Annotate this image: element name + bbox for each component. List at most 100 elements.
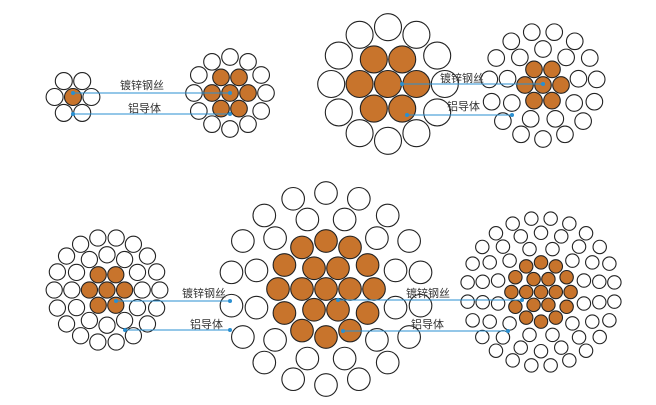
- label-aluminum-1: 铝导体: [128, 101, 161, 115]
- aluminum-wire: [365, 226, 389, 250]
- aluminum-wire: [324, 41, 353, 70]
- cable-cross-section-4: [480, 23, 606, 148]
- aluminum-wire: [239, 52, 257, 71]
- steel-wire: [80, 281, 99, 299]
- aluminum-wire: [511, 48, 529, 67]
- steel-wire: [543, 60, 561, 79]
- aluminum-wire: [482, 92, 501, 111]
- steel-wire: [533, 314, 549, 329]
- aluminum-wire: [475, 295, 490, 310]
- aluminum-wire: [203, 52, 221, 71]
- aluminum-wire: [587, 70, 606, 89]
- steel-wire: [533, 284, 549, 300]
- aluminum-wire: [252, 102, 271, 120]
- steel-wire: [314, 325, 338, 349]
- aluminum-wire: [89, 229, 107, 247]
- steel-wire: [355, 301, 380, 325]
- aluminum-wire: [522, 327, 537, 343]
- aluminum-wire: [221, 48, 239, 66]
- steel-wire: [541, 271, 556, 287]
- aluminum-wire: [138, 247, 157, 265]
- aluminum-wire: [244, 258, 269, 283]
- aluminum-wire: [375, 350, 400, 375]
- aluminum-wire: [543, 358, 558, 373]
- steel-wire: [89, 296, 107, 314]
- leader-dot: [405, 113, 409, 117]
- aluminum-wire: [345, 119, 374, 148]
- cable-group: [45, 13, 622, 397]
- aluminum-wire: [533, 343, 549, 359]
- aluminum-wire: [475, 329, 490, 345]
- steel-wire: [559, 299, 574, 315]
- aluminum-wire: [522, 23, 541, 42]
- cable-cross-section-5: [45, 229, 169, 351]
- aluminum-wire: [576, 296, 592, 311]
- aluminum-wire: [521, 109, 540, 128]
- steel-wire: [548, 310, 564, 325]
- aluminum-wire: [576, 273, 592, 288]
- steel-wire: [212, 68, 230, 87]
- steel-wire: [388, 45, 417, 74]
- steel-wire: [359, 45, 388, 74]
- label-steel-3: 镀锌钢丝: [182, 286, 226, 300]
- aluminum-wire: [263, 226, 287, 250]
- leader-dot: [506, 329, 510, 333]
- aluminum-wire: [244, 295, 269, 320]
- aluminum-wire: [490, 273, 506, 288]
- aluminum-wire: [553, 340, 569, 355]
- aluminum-wire: [57, 247, 76, 265]
- steel-wire: [559, 269, 574, 285]
- aluminum-wire: [189, 102, 208, 120]
- aluminum-wire: [73, 103, 92, 122]
- aluminum-wire: [578, 343, 594, 358]
- aluminum-wire: [365, 328, 389, 352]
- steel-wire: [355, 253, 380, 277]
- aluminum-wire: [67, 263, 86, 282]
- steel-wire: [373, 69, 403, 99]
- steel-wire: [526, 271, 541, 287]
- steel-wire: [326, 256, 350, 281]
- aluminum-wire: [231, 325, 255, 349]
- aluminum-wire: [346, 367, 371, 392]
- aluminum-wire: [545, 241, 560, 257]
- aluminum-wire: [151, 281, 169, 299]
- steel-wire: [525, 60, 543, 79]
- aluminum-wire: [465, 313, 480, 328]
- steel-wire: [98, 281, 116, 299]
- steel-wire: [314, 229, 338, 253]
- aluminum-wire: [397, 229, 421, 253]
- aluminum-wire: [465, 256, 480, 271]
- leader-dot: [71, 91, 75, 95]
- aluminum-wire: [295, 346, 320, 371]
- aluminum-wire: [147, 299, 166, 317]
- steel-wire: [508, 299, 523, 315]
- aluminum-wire: [314, 181, 338, 205]
- steel-wire: [508, 269, 523, 285]
- aluminum-wire: [546, 109, 565, 128]
- steel-wire: [552, 76, 570, 94]
- aluminum-wire: [124, 235, 143, 253]
- aluminum-wire: [71, 235, 90, 253]
- steel-wire: [526, 297, 541, 313]
- leader-lines: [71, 82, 545, 333]
- aluminum-wire: [133, 281, 151, 299]
- aluminum-wire: [460, 275, 475, 290]
- aluminum-wire: [383, 258, 408, 283]
- aluminum-wire: [557, 48, 575, 67]
- leader-dot: [341, 329, 345, 333]
- aluminum-wire: [502, 253, 517, 268]
- aluminum-wire: [592, 329, 607, 345]
- aluminum-wire: [128, 298, 147, 317]
- aluminum-wire: [585, 92, 604, 111]
- aluminum-wire: [324, 98, 353, 127]
- aluminum-wire: [408, 260, 433, 285]
- aluminum-wire: [332, 346, 357, 371]
- aluminum-wire: [373, 126, 403, 155]
- aluminum-wire: [147, 263, 166, 281]
- aluminum-wire: [239, 115, 257, 134]
- aluminum-wire: [231, 229, 255, 253]
- steel-wire: [290, 235, 314, 260]
- aluminum-wire: [107, 333, 125, 351]
- aluminum-wire: [571, 330, 587, 345]
